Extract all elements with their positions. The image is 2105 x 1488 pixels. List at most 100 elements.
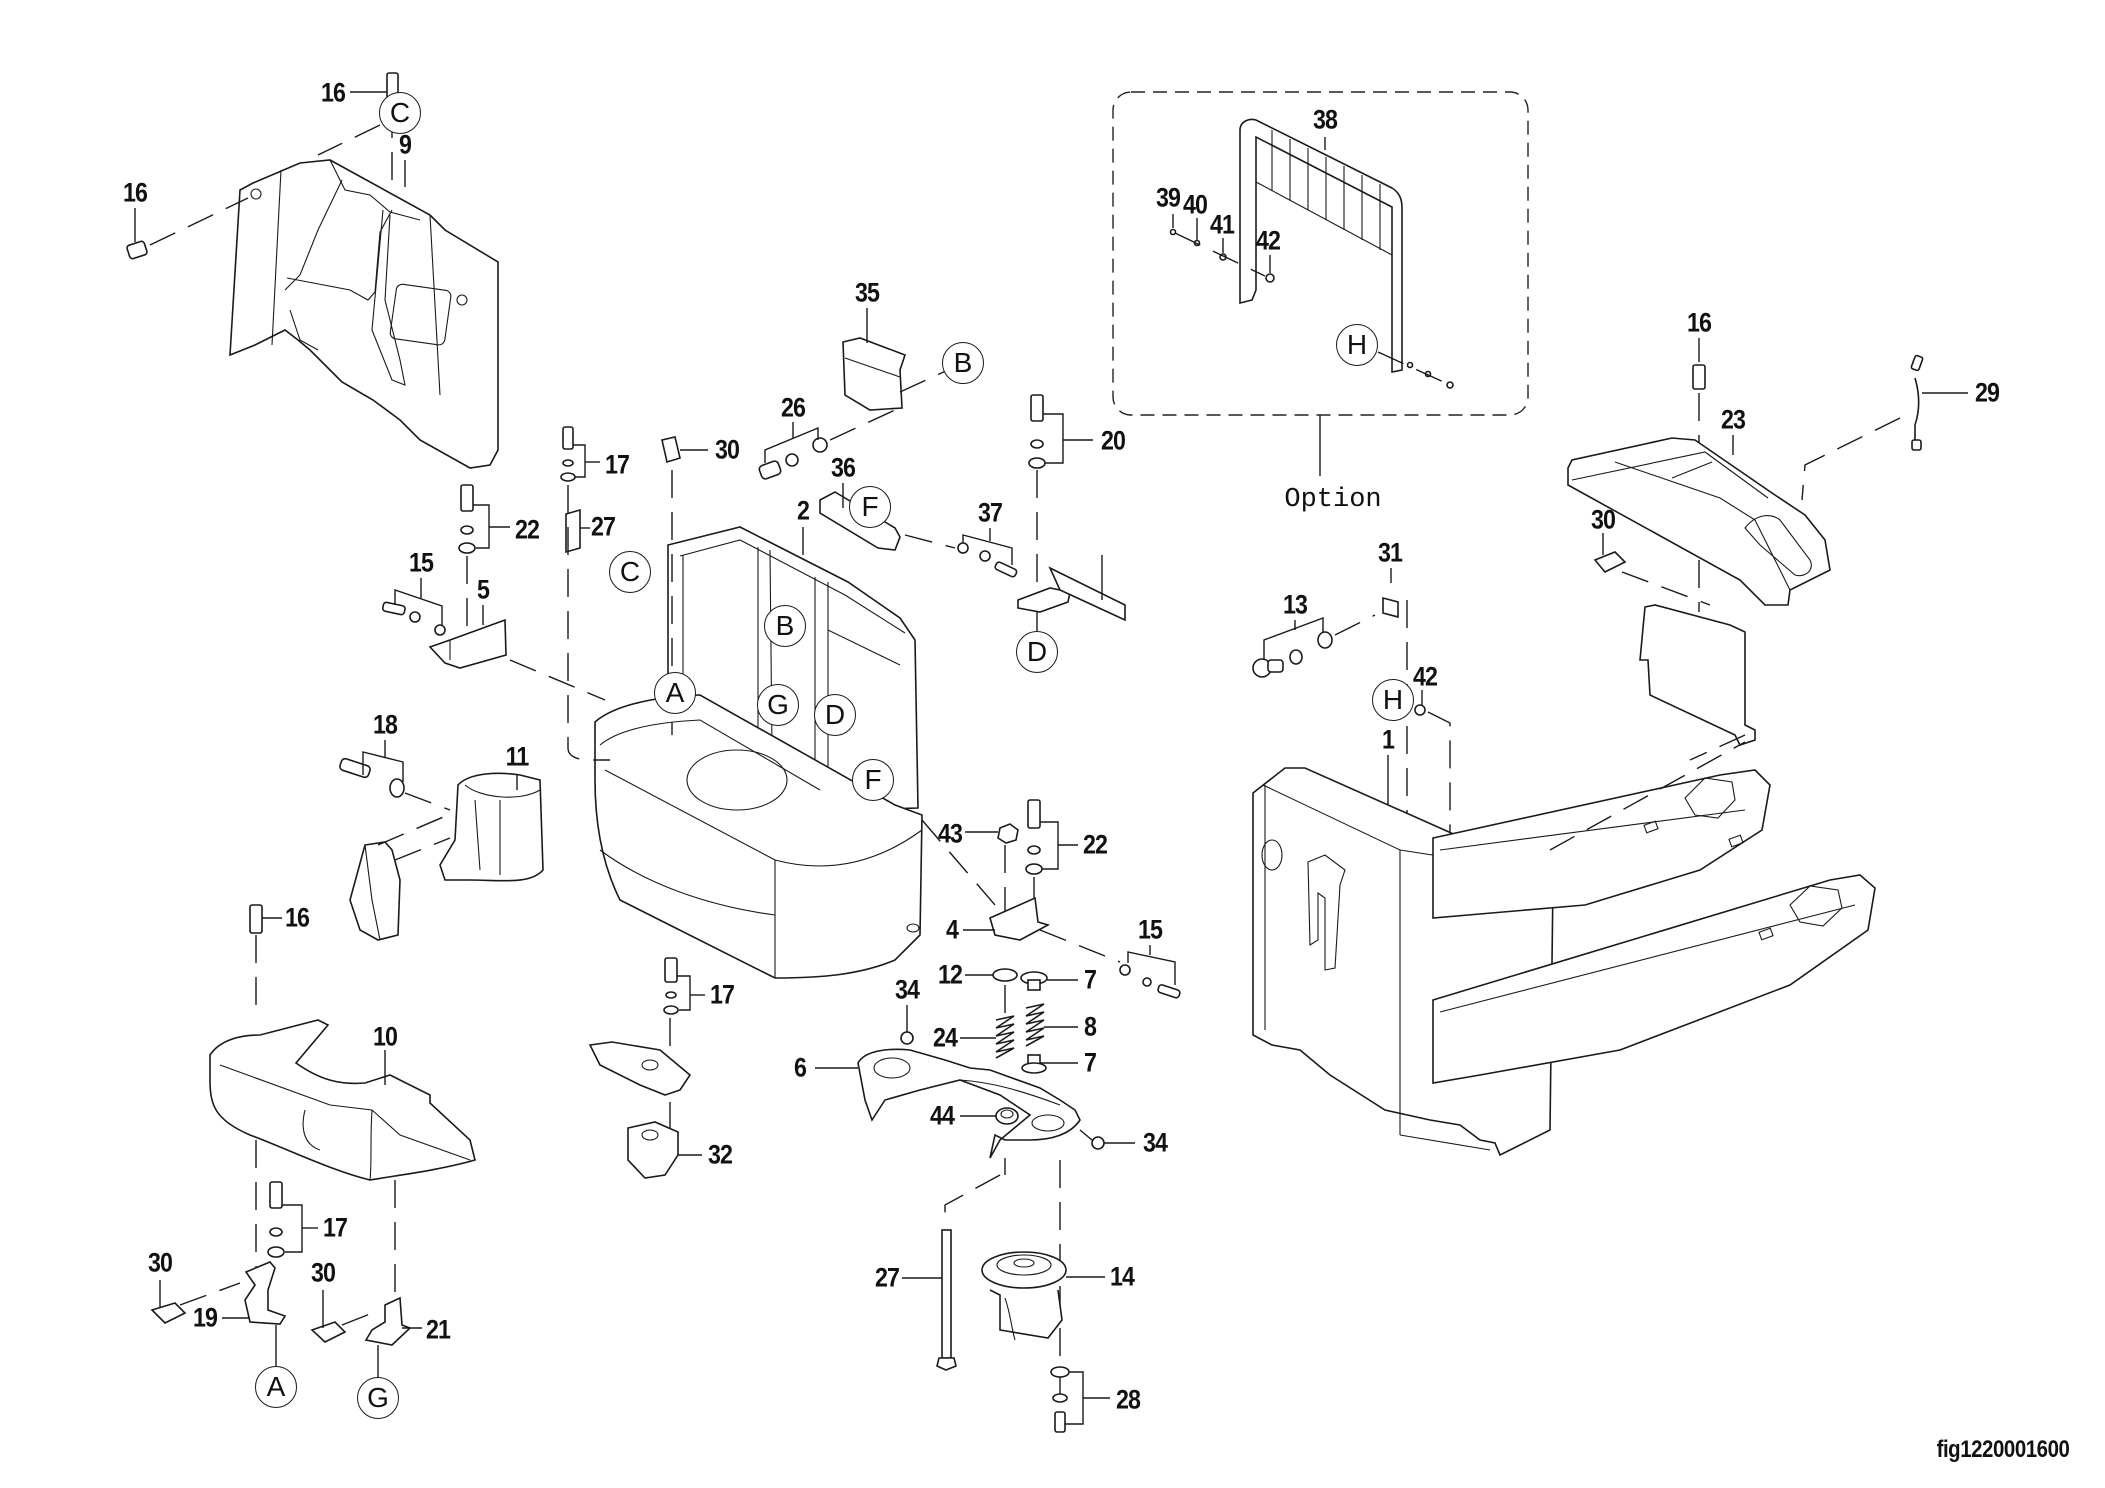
callout-5: 5 — [476, 574, 490, 605]
callout-30-right: 30 — [1590, 504, 1616, 535]
part-21-bracket — [364, 1296, 422, 1378]
callout-38: 38 — [1312, 104, 1338, 135]
callout-28: 28 — [1115, 1384, 1141, 1415]
part-22-screw-set-left — [458, 484, 510, 633]
callout-16-mid: 16 — [284, 902, 310, 933]
part-1-frame — [1252, 741, 1876, 1157]
callout-26: 26 — [780, 392, 806, 423]
callout-10: 10 — [372, 1021, 398, 1052]
callout-17-top: 17 — [604, 449, 630, 480]
callout-20: 20 — [1100, 425, 1126, 456]
axis-pin — [944, 1174, 1001, 1215]
callout-29: 29 — [1974, 377, 2000, 408]
ref-marker-c-top: C — [379, 92, 421, 134]
ref-marker-b-top: B — [942, 342, 984, 384]
part-42-nut-right — [1414, 690, 1451, 860]
part-37-screw-set — [904, 528, 1018, 578]
option-label: Option — [1284, 485, 1382, 515]
callout-27-top: 27 — [590, 511, 616, 542]
part-12-washer — [965, 968, 1018, 982]
callout-40: 40 — [1182, 189, 1208, 220]
part-4-bracket — [921, 819, 1121, 963]
part-27-pin — [902, 1229, 957, 1371]
part-9-rear-cover — [229, 159, 499, 469]
callout-37: 37 — [977, 497, 1003, 528]
callout-16-top: 16 — [320, 77, 346, 108]
ref-marker-h-option: H — [1336, 324, 1378, 366]
part-5-bracket — [428, 605, 606, 701]
callout-39: 39 — [1155, 182, 1181, 213]
part-23-top-cover — [1567, 435, 1831, 606]
callout-24: 24 — [932, 1022, 958, 1053]
callout-17-bottom: 17 — [322, 1212, 348, 1243]
part-27-plate-top — [565, 485, 610, 761]
callout-22-left: 22 — [514, 514, 540, 545]
part-30-clip-right — [1593, 533, 1711, 606]
ref-marker-a-bottom: A — [255, 1366, 297, 1408]
callout-23: 23 — [1720, 404, 1746, 435]
part-13-screw-set — [1252, 614, 1376, 678]
callout-30-bm: 30 — [310, 1257, 336, 1288]
ref-marker-h-right: H — [1372, 679, 1414, 721]
option-fasteners — [1169, 214, 1454, 389]
callout-1: 1 — [1381, 724, 1395, 755]
part-17-screw-set-top — [560, 426, 600, 482]
callout-32: 32 — [707, 1139, 733, 1170]
callout-21: 21 — [425, 1314, 451, 1345]
screw-16-left — [126, 197, 249, 260]
callout-42-right: 42 — [1412, 661, 1438, 692]
handle-mount-assembly — [349, 811, 456, 941]
ref-marker-a-frame: A — [654, 672, 696, 714]
part-17-screw-set-mid — [663, 957, 705, 1145]
callout-2: 2 — [796, 495, 810, 526]
ref-marker-f-frame: F — [852, 759, 894, 801]
callout-31: 31 — [1377, 537, 1403, 568]
part-7-bushing-bottom — [1021, 1054, 1078, 1074]
control-plate — [1639, 560, 1756, 761]
part-11-cup-cover — [439, 772, 544, 882]
part-6-steering-arm — [815, 1048, 1081, 1159]
part-35-bracket — [842, 308, 949, 411]
callout-7-bottom: 7 — [1083, 1047, 1097, 1078]
callout-34-right: 34 — [1142, 1127, 1168, 1158]
ref-marker-f-top: F — [849, 486, 891, 528]
ref-marker-d-bracket: D — [1016, 631, 1058, 673]
part-30-clip-bl — [150, 1280, 241, 1324]
callout-42-option: 42 — [1255, 225, 1281, 256]
callout-17-mid: 17 — [709, 979, 735, 1010]
callout-15-right: 15 — [1137, 914, 1163, 945]
callout-16-right: 16 — [1686, 307, 1712, 338]
ref-marker-c-frame: C — [609, 551, 651, 593]
part-38-guard — [1239, 118, 1403, 373]
callout-19: 19 — [192, 1302, 218, 1333]
callout-35: 35 — [854, 277, 880, 308]
callout-30-bl: 30 — [147, 1247, 173, 1278]
part-44-bearing — [960, 1107, 1019, 1125]
callout-18: 18 — [372, 709, 398, 740]
callout-41: 41 — [1209, 209, 1235, 240]
callout-14: 14 — [1109, 1261, 1135, 1292]
callout-34-left: 34 — [894, 974, 920, 1005]
callout-13: 13 — [1282, 589, 1308, 620]
part-29-cable — [1801, 354, 1968, 501]
part-19-bracket — [222, 1261, 287, 1368]
screw-16-mid — [249, 904, 282, 1010]
part-24-spring — [960, 985, 1015, 1059]
part-14-caster-wheel — [981, 1251, 1105, 1341]
part-8-spring — [1025, 1003, 1078, 1047]
part-d-bracket — [1017, 555, 1126, 632]
part-2-chassis — [594, 526, 923, 979]
part-34-bushing-left — [900, 1005, 914, 1045]
callout-4: 4 — [945, 914, 959, 945]
callout-7-top: 7 — [1083, 964, 1097, 995]
callout-27-bottom: 27 — [874, 1262, 900, 1293]
callout-6: 6 — [793, 1052, 807, 1083]
callout-22-right: 22 — [1082, 829, 1108, 860]
callout-44: 44 — [929, 1100, 955, 1131]
part-32-caster-bracket — [627, 1121, 702, 1179]
callout-15-left: 15 — [408, 547, 434, 578]
callout-12: 12 — [937, 959, 963, 990]
part-20-screw-set — [1028, 394, 1093, 600]
part-15-screw-set-left — [381, 578, 446, 636]
